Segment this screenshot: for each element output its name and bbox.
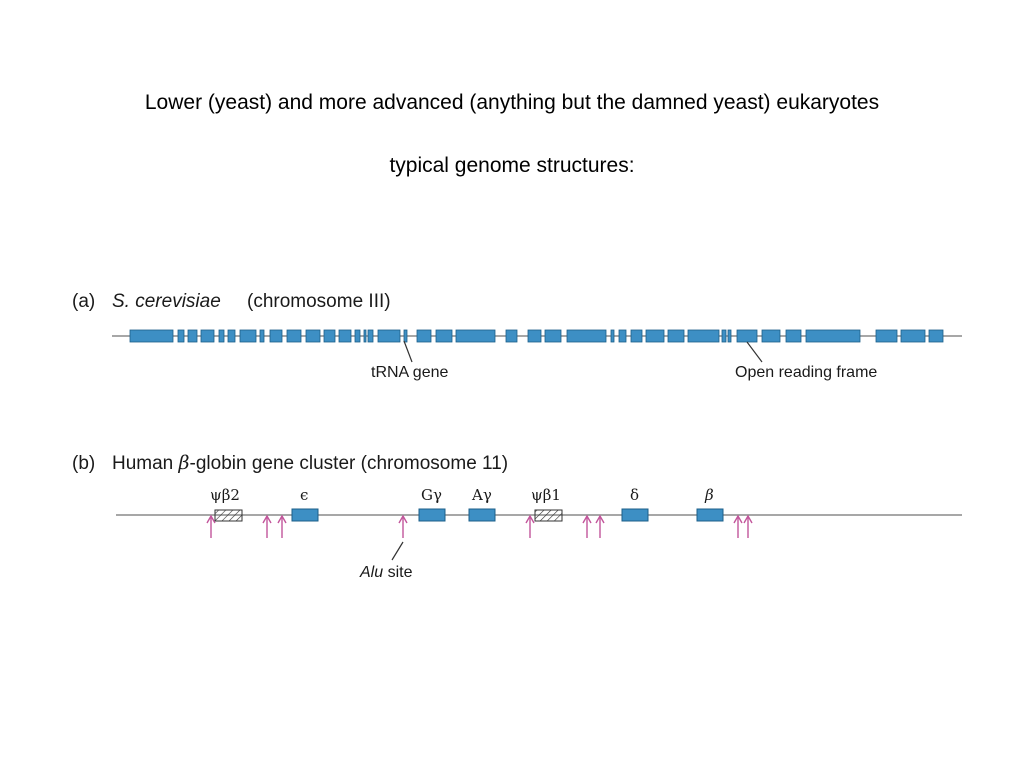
trna-gene-label: tRNA gene bbox=[371, 364, 448, 381]
yeast-gene-19 bbox=[416, 329, 432, 343]
epsilon-label: ϵ bbox=[300, 486, 308, 504]
beta-label: β bbox=[704, 486, 714, 504]
slide-title: Lower (yeast) and more advanced (anythin… bbox=[144, 91, 880, 114]
psi-beta2-pseudogene bbox=[214, 509, 243, 522]
yeast-gene-5 bbox=[218, 329, 225, 343]
yeast-gene-4 bbox=[200, 329, 215, 343]
yeast-gene-39 bbox=[900, 329, 926, 343]
g-gamma-label: Gγ bbox=[421, 486, 442, 504]
alu-arrow-4 bbox=[398, 514, 408, 538]
panel-a-chromosome: (chromosome III) bbox=[247, 291, 391, 312]
yeast-gene-30 bbox=[667, 329, 685, 343]
yeast-gene-32 bbox=[721, 329, 727, 343]
alu-arrow-3 bbox=[277, 514, 287, 538]
alu-arrow-5 bbox=[525, 514, 535, 538]
yeast-gene-22 bbox=[505, 329, 518, 343]
beta-gene bbox=[696, 508, 724, 522]
yeast-gene-25 bbox=[566, 329, 607, 343]
alu-arrow-8 bbox=[733, 514, 743, 538]
yeast-gene-36 bbox=[785, 329, 802, 343]
alu-pointer bbox=[391, 541, 404, 561]
yeast-gene-37 bbox=[805, 329, 861, 343]
yeast-gene-15 bbox=[363, 329, 367, 343]
open-reading-frame-label: Open reading frame bbox=[735, 364, 877, 381]
g-gamma-gene bbox=[418, 508, 446, 522]
yeast-gene-3 bbox=[187, 329, 198, 343]
epsilon-gene bbox=[291, 508, 319, 522]
yeast-gene-7 bbox=[239, 329, 257, 343]
a-gamma-label: Aγ bbox=[471, 486, 492, 504]
trna-pointer bbox=[403, 340, 413, 363]
yeast-gene-16 bbox=[367, 329, 374, 343]
alu-arrow-9 bbox=[743, 514, 753, 538]
psi-beta1-label: ψβ1 bbox=[531, 486, 561, 504]
alu-site-arrows bbox=[206, 514, 753, 538]
yeast-gene-29 bbox=[645, 329, 665, 343]
yeast-gene-31 bbox=[687, 329, 720, 343]
alu-arrow-7 bbox=[595, 514, 605, 538]
delta-label: δ bbox=[630, 486, 639, 504]
yeast-gene-1 bbox=[129, 329, 174, 343]
panel-a-letter: (a) bbox=[72, 291, 95, 312]
orf-pointer bbox=[746, 341, 763, 363]
yeast-gene-21 bbox=[455, 329, 496, 343]
yeast-gene-8 bbox=[259, 329, 265, 343]
yeast-gene-13 bbox=[338, 329, 352, 343]
yeast-gene-14 bbox=[354, 329, 361, 343]
yeast-gene-28 bbox=[630, 329, 643, 343]
yeast-gene-27 bbox=[618, 329, 627, 343]
alu-arrow-6 bbox=[582, 514, 592, 538]
yeast-gene-9 bbox=[269, 329, 283, 343]
yeast-gene-40 bbox=[928, 329, 944, 343]
yeast-gene-26 bbox=[610, 329, 615, 343]
psi-beta1-pseudogene bbox=[534, 509, 563, 522]
alu-site-label: Alu site bbox=[359, 564, 413, 581]
yeast-gene-6 bbox=[227, 329, 236, 343]
yeast-gene-10 bbox=[286, 329, 302, 343]
panel-b: (b) Human β-globin gene cluster (chromos… bbox=[72, 452, 962, 581]
yeast-gene-track bbox=[129, 329, 944, 343]
panel-b-title: Human β-globin gene cluster (chromosome … bbox=[112, 452, 508, 474]
panel-a: (a) S. cerevisiae (chromosome III) tRNA … bbox=[72, 291, 962, 381]
yeast-gene-23 bbox=[527, 329, 542, 343]
yeast-gene-17 bbox=[377, 329, 401, 343]
delta-gene bbox=[621, 508, 649, 522]
yeast-gene-2 bbox=[177, 329, 185, 343]
alu-arrow-2 bbox=[262, 514, 272, 538]
a-gamma-gene bbox=[468, 508, 496, 522]
slide-subtitle: typical genome structures: bbox=[389, 154, 635, 177]
yeast-gene-34 bbox=[736, 329, 758, 343]
panel-b-letter: (b) bbox=[72, 453, 95, 474]
yeast-gene-35 bbox=[761, 329, 781, 343]
yeast-gene-20 bbox=[435, 329, 453, 343]
yeast-gene-18 bbox=[403, 329, 408, 343]
panel-a-species: S. cerevisiae bbox=[112, 291, 221, 312]
yeast-gene-12 bbox=[323, 329, 336, 343]
yeast-gene-24 bbox=[544, 329, 562, 343]
yeast-gene-33 bbox=[727, 329, 732, 343]
psi-beta2-label: ψβ2 bbox=[210, 486, 240, 504]
yeast-gene-11 bbox=[305, 329, 321, 343]
alu-arrow-1 bbox=[206, 514, 216, 538]
yeast-gene-38 bbox=[875, 329, 898, 343]
